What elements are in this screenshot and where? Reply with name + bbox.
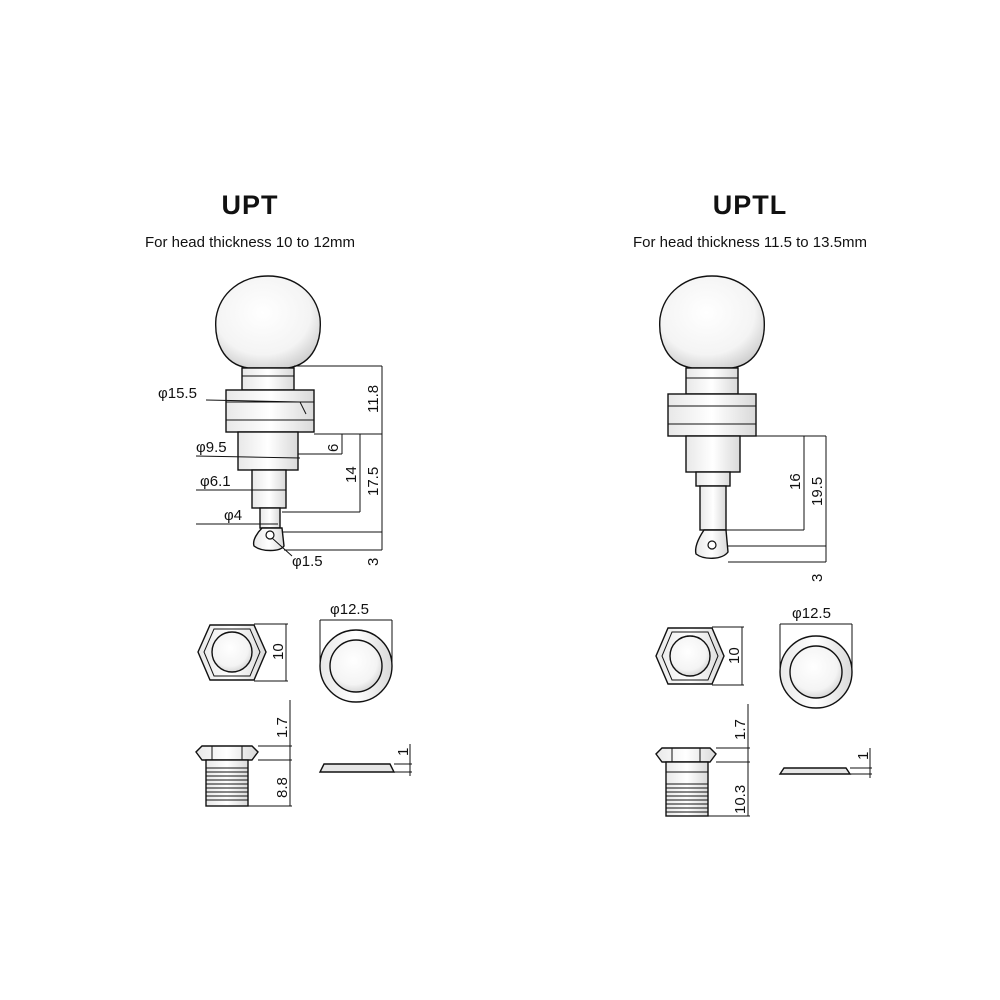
shaft-middle [695,471,731,487]
dim-h-b: 19.5 [809,477,826,506]
dim-d-hole: φ1.5 [292,553,323,570]
washer-ring: φ12.5 [319,601,393,703]
dim-h-tip: 3 [365,558,382,566]
dim-d-shaft3: φ4 [224,507,242,524]
dim-d-collar: φ15.5 [158,385,197,402]
dim-bush-thread: 8.8 [274,777,291,798]
string-hole [265,530,275,540]
dim-h-collar: 11.8 [365,385,382,413]
tuner-peg [215,275,321,552]
dim-d-shaft2: φ6.1 [200,473,231,490]
dim-washer-thick: 1 [395,748,412,756]
dim-nut-across: 10 [726,647,743,664]
dim-bush-flange: 1.7 [732,719,749,740]
collar [667,393,757,437]
model-subtitle: For head thickness 10 to 12mm [144,234,356,251]
button-knob [659,275,765,369]
dimension-lines [195,365,383,557]
dim-h-c: 17.5 [365,467,382,496]
dim-nut-across: 10 [270,643,287,660]
shaft-lower [699,485,727,531]
threaded-bushing: 1.7 8.8 [195,700,292,807]
model-title: UPTL [712,190,788,220]
collar [225,389,315,433]
tuner-peg [659,275,765,559]
upt-panel: UPT For head thickness 10 to 12mm [144,190,412,807]
dim-washer-thick: 1 [855,752,872,760]
dim-h-b: 14 [343,466,360,483]
dim-h-a: 6 [325,444,342,452]
dim-h-tip: 3 [809,574,826,582]
uptl-panel: UPTL For head thickness 11.5 to 13.5mm [500,0,1000,1000]
string-hole [707,540,717,550]
shaft-middle [251,469,287,509]
dim-bush-thread: 10.3 [732,785,749,814]
knob-neck [685,367,739,395]
threaded-bushing: 1.7 10.3 [655,704,750,817]
upt-technical-drawing: φ15.5 φ9.5 φ6.1 φ4 φ1.5 11.8 6 14 17.5 3… [158,275,412,807]
flat-washer: 1 [318,744,412,776]
model-subtitle: For head thickness 11.5 to 13.5mm [632,234,867,251]
hex-nut: 10 [197,623,288,682]
shaft-upper [237,431,299,471]
shaft-lower [259,507,281,529]
knob-neck [241,367,295,391]
dimension-lines [726,435,827,563]
shaft-upper [685,435,741,473]
dim-h-a: 16 [787,473,804,490]
washer-ring: φ12.5 [779,605,853,709]
button-knob [215,275,321,369]
dim-bush-flange: 1.7 [274,717,291,738]
dim-d-shaft1: φ9.5 [196,439,227,456]
dim-washer-dia: φ12.5 [792,605,831,622]
uptl-technical-drawing: 16 19.5 3 10 φ12.5 [655,275,872,817]
flat-washer: 1 [778,748,872,778]
model-title: UPT [221,190,279,220]
hex-nut: 10 [655,626,744,686]
dim-washer-dia: φ12.5 [330,601,369,618]
